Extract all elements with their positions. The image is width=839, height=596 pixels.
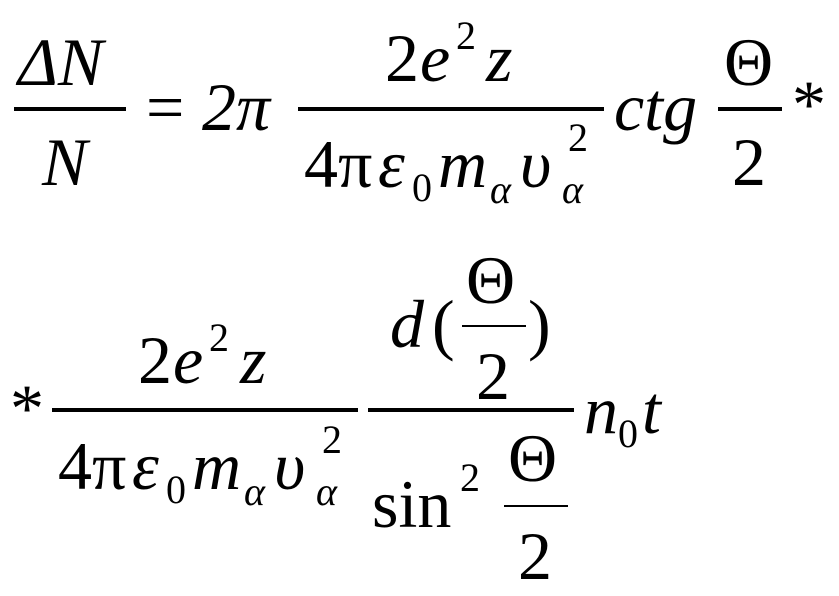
- frac3-num-z: z: [240, 322, 267, 398]
- frac3-num-e-sup: 2: [209, 315, 229, 360]
- frac1-den-epsilon: ε: [378, 126, 405, 202]
- multiply-star-line2: *: [10, 370, 44, 446]
- lhs-denominator: N: [42, 124, 88, 200]
- frac3-bar: [52, 408, 358, 412]
- ctg-function: ctg: [614, 69, 698, 145]
- coefficient-two-pi: 2π: [202, 69, 271, 145]
- frac2-bar: [718, 107, 782, 111]
- frac3-den-upsilon: υ: [274, 428, 306, 504]
- frac1-den-upsilon: υ: [520, 126, 552, 202]
- inner-numerator-theta: Θ: [466, 242, 516, 318]
- frac1-den-4pi: 4π: [304, 126, 373, 202]
- frac3-num-two: 2: [138, 322, 172, 398]
- sin-function: sin: [372, 466, 452, 542]
- frac3-den-upsilon-sub: α: [316, 469, 337, 514]
- multiply-star-line1: *: [792, 66, 826, 142]
- n-sub: 0: [618, 411, 638, 456]
- n-variable: n: [584, 372, 618, 448]
- frac1-den-epsilon-sub: 0: [412, 165, 432, 210]
- sin-arg-fraction-bar: [504, 505, 568, 507]
- right-paren: ): [528, 286, 551, 362]
- frac1-num-two: 2: [385, 20, 419, 96]
- frac1-num-z: z: [486, 20, 513, 96]
- sin-arg-numerator-theta: Θ: [508, 420, 558, 496]
- frac1-den-m: m: [438, 126, 488, 202]
- frac3-den-m-sub: α: [244, 469, 265, 514]
- frac2-denominator: 2: [732, 124, 766, 200]
- equals-sign: =: [146, 69, 185, 145]
- frac3-den-epsilon-sub: 0: [166, 467, 186, 512]
- frac3-den-epsilon: ε: [132, 428, 159, 504]
- frac1-den-upsilon-sub: α: [562, 167, 583, 212]
- frac1-num-e: e: [420, 20, 451, 96]
- lhs-fraction-bar: [14, 107, 126, 111]
- frac3-num-e: e: [173, 322, 204, 398]
- frac4-bar: [368, 408, 574, 412]
- left-paren: (: [432, 286, 455, 362]
- sin-sup: 2: [460, 455, 480, 500]
- frac3-den-upsilon-sup: 2: [322, 417, 342, 462]
- frac1-den-m-sub: α: [490, 167, 511, 212]
- frac3-den-m: m: [192, 428, 242, 504]
- frac3-den-4pi: 4π: [58, 428, 127, 504]
- inner-denominator: 2: [476, 338, 510, 414]
- lhs-numerator: ΔN: [18, 24, 104, 100]
- frac1-den-upsilon-sup: 2: [568, 115, 588, 160]
- t-variable: t: [642, 372, 661, 448]
- sin-arg-denominator: 2: [518, 518, 552, 594]
- frac2-numerator-theta: Θ: [724, 24, 774, 100]
- inner-fraction-bar: [462, 325, 526, 327]
- frac1-bar: [298, 107, 604, 111]
- frac1-num-e-sup: 2: [456, 13, 476, 58]
- differential-d: d: [390, 286, 424, 362]
